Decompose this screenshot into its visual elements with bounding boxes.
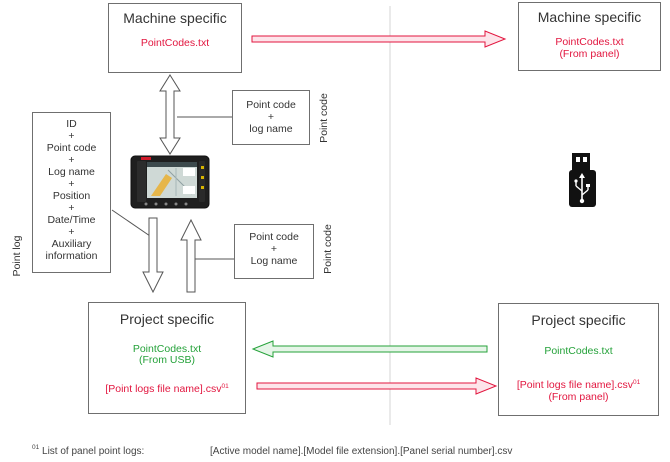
double-arrow-vertical bbox=[159, 74, 181, 155]
point-log-box: ID + Point code + Log name + Position + … bbox=[32, 112, 111, 273]
point-log-lines: ID + Point code + Log name + Position + … bbox=[33, 118, 110, 262]
logs-file: [Point logs file name].csv01 bbox=[499, 379, 658, 391]
footnote-ref: 01 bbox=[221, 383, 229, 390]
logs-file: [Point logs file name].csv01 bbox=[89, 383, 245, 395]
line: Point code bbox=[246, 99, 296, 111]
down-arrow bbox=[142, 217, 164, 294]
green-arrow bbox=[251, 340, 488, 358]
line: + bbox=[267, 111, 275, 123]
line: + bbox=[270, 243, 278, 255]
point-code-side-label-top: Point code bbox=[318, 93, 330, 143]
point-log-side-label: Point log bbox=[11, 235, 23, 277]
line: Log name bbox=[250, 255, 298, 267]
project-specific-box-right: Project specific PointCodes.txt [Point l… bbox=[498, 303, 659, 416]
line: ID bbox=[66, 118, 77, 130]
line: Position bbox=[52, 190, 91, 202]
logs-file-name: [Point logs file name].csv bbox=[105, 383, 222, 395]
point-code-lines: Point code + Log name bbox=[235, 231, 313, 267]
machine-specific-box-right: Machine specific PointCodes.txt (From pa… bbox=[518, 2, 661, 71]
line: + bbox=[68, 178, 75, 190]
machine-specific-box-left: Machine specific PointCodes.txt bbox=[108, 3, 242, 73]
red-arrow-top bbox=[251, 30, 507, 48]
line: Log name bbox=[48, 166, 95, 178]
file-name: PointCodes.txt bbox=[140, 37, 210, 49]
point-code-lines: Point code + log name bbox=[233, 99, 309, 135]
footnote-marker: 01 bbox=[32, 444, 40, 451]
box-title: Machine specific bbox=[537, 9, 642, 25]
line: Auxiliary bbox=[51, 238, 92, 250]
line: log name bbox=[249, 123, 293, 135]
line: information bbox=[45, 250, 98, 262]
point-code-box-top: Point code + log name bbox=[232, 90, 310, 145]
file-name: PointCodes.txt bbox=[132, 343, 202, 355]
red-arrow-bottom bbox=[256, 377, 498, 395]
line: Point code bbox=[249, 231, 299, 243]
line: + bbox=[68, 226, 75, 238]
box-title: Machine specific bbox=[123, 10, 227, 26]
footnote-ref: 01 bbox=[632, 379, 641, 386]
footnote-value: [Active model name].[Model file extensio… bbox=[210, 446, 513, 457]
line: + bbox=[68, 154, 75, 166]
line: + bbox=[68, 130, 75, 142]
footnote-label: 01 List of panel point logs: bbox=[32, 444, 145, 457]
file-source: (From panel) bbox=[548, 391, 609, 403]
line: + bbox=[68, 202, 75, 214]
file-name: PointCodes.txt bbox=[544, 345, 613, 357]
up-arrow bbox=[180, 218, 202, 293]
box-title: Project specific bbox=[531, 312, 626, 328]
footnote-label-text: List of panel point logs: bbox=[42, 446, 145, 457]
point-code-box-bottom: Point code + Log name bbox=[234, 224, 314, 279]
project-specific-box-left: Project specific PointCodes.txt (From US… bbox=[88, 302, 246, 414]
file-source: (From USB) bbox=[139, 354, 195, 366]
point-code-side-label-bottom: Point code bbox=[322, 224, 334, 274]
connector-point-log bbox=[111, 209, 151, 237]
usb-stick-icon bbox=[569, 153, 596, 207]
file-name: PointCodes.txt bbox=[555, 36, 624, 48]
line: Point code bbox=[46, 142, 97, 154]
box-title: Project specific bbox=[119, 311, 215, 327]
file-source: (From panel) bbox=[559, 48, 620, 60]
logs-file-name: [Point logs file name].csv bbox=[516, 379, 633, 391]
tablet-device-icon bbox=[130, 155, 210, 209]
line: Date/Time bbox=[47, 214, 96, 226]
